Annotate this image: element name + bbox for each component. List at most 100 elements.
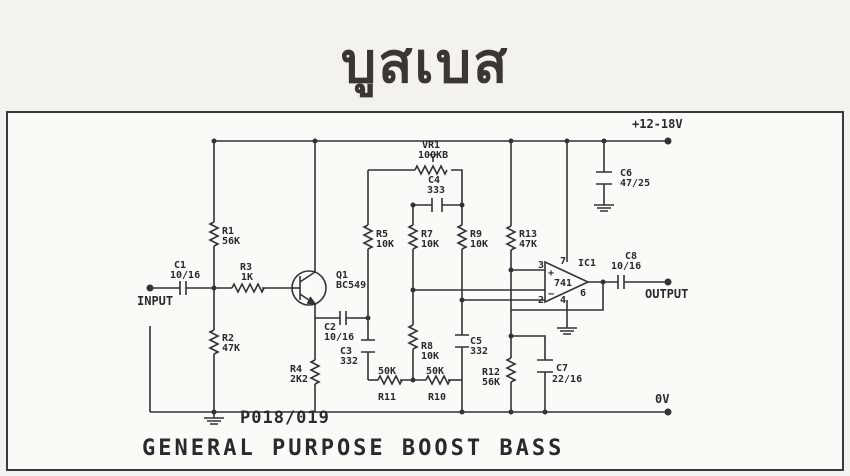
label-ic1-ref: IC1 — [578, 258, 596, 269]
label-c1-value: 10/16 — [170, 270, 200, 281]
output-label: OUTPUT — [645, 287, 688, 301]
label-r1-value: 56K — [222, 236, 240, 247]
label-r9-ref: R9 — [470, 229, 482, 240]
label-r4-ref: R4 — [290, 364, 302, 375]
label-vr1-ref: VR1 — [422, 140, 440, 151]
label-r10-value: 50K — [426, 366, 444, 377]
label-c8-ref: C8 — [625, 251, 637, 262]
wires — [149, 140, 668, 413]
input-label: INPUT — [137, 294, 173, 308]
capacitor-c7 — [537, 359, 553, 373]
resistor-r7 — [407, 224, 419, 250]
label-r3-value: 1K — [241, 272, 253, 283]
label-c6-value: 47/25 — [620, 178, 650, 189]
label-c2-ref: C2 — [324, 322, 336, 333]
label-q1-ref: Q1 — [336, 270, 348, 281]
label-r5-value: 10K — [376, 239, 394, 250]
label-c3-ref: C3 — [340, 346, 352, 357]
label-c2-value: 10/16 — [324, 332, 354, 343]
project-code: P018/019 — [240, 408, 330, 428]
supply-terminal — [664, 137, 672, 145]
label-r5-ref: R5 — [376, 229, 388, 240]
label-r4-value: 2K2 — [290, 374, 308, 385]
resistor-r8 — [407, 324, 419, 350]
wiper-arrow-icon — [429, 153, 437, 159]
label-c1-ref: C1 — [174, 260, 186, 271]
resistor-r13 — [505, 225, 517, 251]
resistor-r2 — [208, 329, 220, 355]
label-c4-value: 333 — [427, 185, 445, 196]
label-r13-ref: R13 — [519, 229, 537, 240]
ground-symbols — [204, 202, 614, 425]
capacitor-c1 — [179, 281, 194, 295]
label-r9-value: 10K — [470, 239, 488, 250]
resistor-r12 — [505, 357, 517, 383]
label-c5-ref: C5 — [470, 336, 482, 347]
terminal-labels: INPUT OUTPUT +12-18V 0V — [137, 117, 688, 406]
label-r13-value: 47K — [519, 239, 537, 250]
label-r12-ref: R12 — [482, 367, 500, 378]
label-ic1-pin4: 4 — [560, 295, 566, 306]
label-ic1-value: 741 — [554, 278, 572, 289]
opamp-ic1 — [544, 260, 590, 304]
label-r10-ref: R10 — [428, 392, 446, 403]
label-ic1-pin6: 6 — [580, 288, 586, 299]
capacitor-c2 — [339, 311, 354, 325]
label-r8-value: 10K — [421, 351, 439, 362]
component-labels: VR1 100KB C4 333 C1 10/16 R1 56K R2 47K … — [170, 140, 650, 403]
label-r2-value: 47K — [222, 343, 240, 354]
label-r8-ref: R8 — [421, 341, 433, 352]
capacitor-c6 — [596, 171, 612, 185]
ground-icon — [204, 412, 224, 425]
label-r7-ref: R7 — [421, 229, 433, 240]
label-c8-value: 10/16 — [611, 261, 641, 272]
capacitor-c8 — [617, 275, 632, 289]
label-c3-value: 332 — [340, 356, 358, 367]
resistor-r9 — [456, 224, 468, 250]
resistor-r3 — [231, 282, 265, 294]
label-ic1-plus: + — [548, 268, 554, 279]
capacitor-c4 — [431, 198, 443, 212]
ground-icon — [594, 202, 614, 212]
schematic-title: GENERAL PURPOSE BOOST BASS — [142, 436, 565, 461]
schematic-frame — [6, 111, 844, 471]
resistor-r5 — [362, 224, 374, 250]
label-c5-value: 332 — [470, 346, 488, 357]
label-c6-ref: C6 — [620, 168, 632, 179]
label-q1-value: BC549 — [336, 280, 366, 291]
page-title: บูสเบส — [340, 31, 510, 96]
label-r12-value: 56K — [482, 377, 500, 388]
transistor-q1 — [291, 270, 327, 306]
label-r7-value: 10K — [421, 239, 439, 250]
ground-icon — [557, 325, 577, 335]
label-ic1-pin7: 7 — [560, 256, 566, 267]
label-r1-ref: R1 — [222, 226, 234, 237]
terminals — [146, 137, 672, 416]
resistor-r4 — [309, 359, 321, 385]
label-ic1-pin2: 2 — [538, 295, 544, 306]
label-ic1-minus: − — [548, 289, 554, 300]
label-r2-ref: R2 — [222, 333, 234, 344]
label-ic1-pin3: 3 — [538, 260, 544, 271]
label-r11-ref: R11 — [378, 392, 396, 403]
resistor-r1 — [208, 221, 220, 247]
supply-label: +12-18V — [632, 117, 683, 131]
output-terminal — [664, 278, 672, 286]
label-r3-ref: R3 — [240, 262, 252, 273]
input-terminal — [146, 284, 154, 292]
label-vr1-value: 100KB — [418, 150, 448, 161]
ground-label: 0V — [655, 392, 669, 406]
label-r11-value: 50K — [378, 366, 396, 377]
label-c7-value: 22/16 — [552, 374, 582, 385]
capacitor-c3 — [361, 339, 375, 353]
resistors — [208, 153, 517, 386]
label-c4-ref: C4 — [428, 175, 440, 186]
capacitors — [179, 171, 632, 373]
resistor-r11 — [377, 374, 403, 386]
ground-terminal — [664, 408, 672, 416]
resistor-r10 — [425, 374, 451, 386]
label-c7-ref: C7 — [556, 363, 568, 374]
capacitor-c5 — [455, 334, 469, 348]
potentiometer-vr1 — [414, 164, 448, 176]
